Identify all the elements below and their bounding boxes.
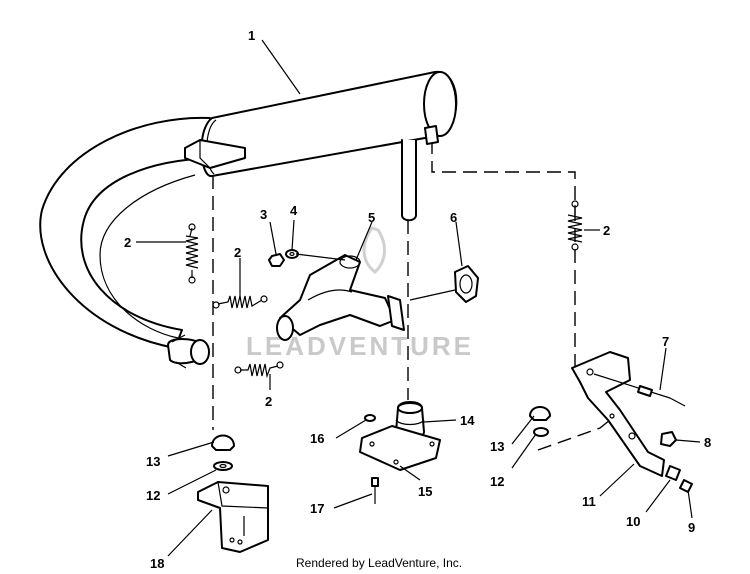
- callout-11: 11: [582, 494, 596, 509]
- assembly-dashed-lines: [212, 140, 611, 451]
- bracket-part-11: [571, 351, 665, 477]
- callout-8: 8: [704, 435, 711, 450]
- callout-14: 14: [460, 413, 475, 428]
- y-pipe-part-5: [276, 254, 405, 341]
- mount-plate-part-15: [359, 425, 441, 471]
- callouts: 1 2 2 2 2 3 4 5 6 7 8 9 10 11 12 12 13 1…: [124, 28, 711, 571]
- callout-15: 15: [418, 484, 432, 499]
- washer-part-12-left: [213, 461, 233, 471]
- callout-2-right: 2: [603, 223, 610, 238]
- nut-part-8: [660, 431, 677, 447]
- callout-12-left: 12: [146, 488, 160, 503]
- callout-2-middle: 2: [234, 245, 241, 260]
- callout-2-lower: 2: [265, 394, 272, 409]
- callout-2-upper-left: 2: [124, 235, 131, 250]
- callout-13-left: 13: [146, 454, 160, 469]
- leader-lines: [136, 39, 701, 557]
- spring-middle-lower: [234, 361, 284, 379]
- grommet-part-13-left: [211, 434, 235, 451]
- callout-1: 1: [248, 28, 255, 43]
- callout-16: 16: [310, 431, 324, 446]
- callout-3: 3: [260, 207, 267, 222]
- gasket-part-6: [454, 265, 479, 303]
- callout-4: 4: [290, 203, 298, 218]
- screw-part-9: [679, 479, 693, 493]
- washer-part-16: [364, 414, 376, 422]
- cable-part-7: [593, 373, 686, 407]
- callout-13-right: 13: [490, 439, 504, 454]
- nut-part-3: [268, 253, 285, 267]
- washer-part-12-right: [533, 427, 549, 437]
- screw-part-17: [371, 477, 379, 504]
- spring-right: [567, 200, 583, 251]
- bracket-part-18: [197, 481, 269, 553]
- callout-17: 17: [310, 501, 324, 516]
- callout-10: 10: [626, 514, 640, 529]
- callout-12-right: 12: [490, 474, 504, 489]
- muffler-assembly: [39, 70, 458, 369]
- credit-text: Rendered by LeadVenture, Inc.: [296, 556, 462, 570]
- callout-18: 18: [150, 556, 164, 571]
- callout-9: 9: [688, 520, 695, 535]
- callout-7: 7: [662, 334, 669, 349]
- spacer-part-10: [665, 465, 681, 481]
- callout-6: 6: [450, 210, 457, 225]
- grommet-part-13-right: [529, 406, 551, 421]
- callout-5: 5: [368, 210, 375, 225]
- spring-upper-left: [185, 223, 199, 284]
